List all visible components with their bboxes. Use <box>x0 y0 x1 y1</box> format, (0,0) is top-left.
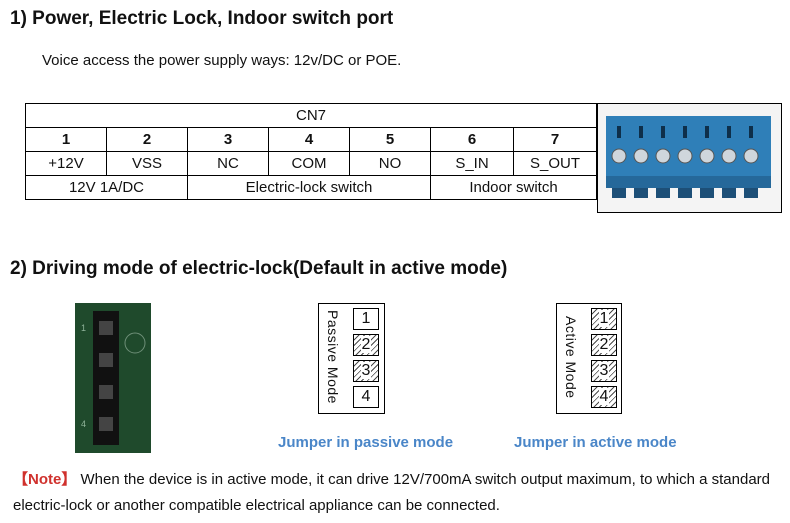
pin-4-jumpered: 4 <box>591 386 617 408</box>
pin-signal: COM <box>268 151 350 176</box>
pin-3-jumpered: 3 <box>353 360 379 382</box>
note-paragraph: 【Note】 When the device is in active mode… <box>13 467 788 519</box>
svg-text:4: 4 <box>81 419 86 429</box>
pin-2-jumpered: 2 <box>591 334 617 356</box>
pin-number: 6 <box>430 127 514 152</box>
pin-3-jumpered: 3 <box>591 360 617 382</box>
section1-title: 1) Power, Electric Lock, Indoor switch p… <box>10 8 394 29</box>
pin-number: 7 <box>513 127 597 152</box>
active-mode-diagram: Active Mode 1 2 3 4 <box>556 303 622 414</box>
group-electric-lock: Electric-lock switch <box>187 175 431 200</box>
cn7-header: CN7 <box>25 103 597 128</box>
note-text: When the device is in active mode, it ca… <box>13 471 771 514</box>
pin-number: 4 <box>268 127 350 152</box>
power-supply-text: Voice access the power supply ways: 12v/… <box>42 52 402 69</box>
pin-signal: S_IN <box>430 151 514 176</box>
pin-signal: NC <box>187 151 269 176</box>
section2-title: 2) Driving mode of electric-lock(Default… <box>10 258 508 279</box>
active-mode-label: Active Mode <box>563 316 579 399</box>
pin-number: 1 <box>25 127 107 152</box>
pin-number: 3 <box>187 127 269 152</box>
svg-text:1: 1 <box>81 323 86 333</box>
cn7-table: CN7 1 2 3 4 5 6 7 +12V VSS NC COM NO S_I… <box>25 103 597 200</box>
terminal-block-photo <box>597 103 782 213</box>
pin-signal: S_OUT <box>513 151 597 176</box>
pin-1-jumpered: 1 <box>591 308 617 330</box>
group-power: 12V 1A/DC <box>25 175 188 200</box>
active-caption: Jumper in active mode <box>514 434 677 451</box>
passive-caption: Jumper in passive mode <box>278 434 454 451</box>
pin-4: 4 <box>353 386 379 408</box>
pin-2-jumpered: 2 <box>353 334 379 356</box>
note-tag: 【Note】 <box>13 471 77 488</box>
pin-signal: VSS <box>106 151 188 176</box>
pin-number: 2 <box>106 127 188 152</box>
pin-1: 1 <box>353 308 379 330</box>
pin-number: 5 <box>349 127 431 152</box>
pin-signal: NO <box>349 151 431 176</box>
passive-mode-label: Passive Mode <box>325 310 341 404</box>
pin-signal: +12V <box>25 151 107 176</box>
group-indoor-switch: Indoor switch <box>430 175 597 200</box>
passive-mode-diagram: Passive Mode 1 2 3 4 <box>318 303 385 414</box>
